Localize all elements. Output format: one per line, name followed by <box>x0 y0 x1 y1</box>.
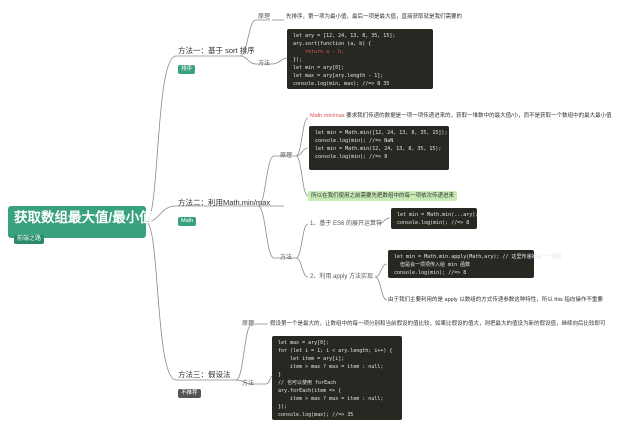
code-line: 但是会一项项传入给 min 函数 <box>394 262 471 268</box>
code-line: }); <box>293 57 303 63</box>
code-line: let min = ary[0]; <box>293 65 345 71</box>
code-line: item > max ? max = item : null; <box>278 364 384 370</box>
code-line: }); <box>278 404 288 410</box>
code-line: console.log(max); //=> 35 <box>278 412 354 418</box>
method3-tag-label: 不推荐 <box>178 389 201 398</box>
code-line: let item = ary[i]; <box>278 356 345 362</box>
method3-principle-text: 假设第一个是最大的，让数组中的每一项分别和当前假设的值比较，如果比假设的值大，则… <box>270 321 606 327</box>
code-line: console.log(min); //=> 8 <box>315 154 388 160</box>
code-line: console.log(min); //=> NaN <box>315 138 394 144</box>
method2-code-block: let min = Math.min([12, 24, 13, 8, 35, 1… <box>309 126 449 170</box>
method2-sub1-code: let min = Math.min(...ary); console.log(… <box>391 208 479 229</box>
method1-code-block: let ary = [12, 24, 13, 8, 35, 15]; ary.s… <box>287 29 433 89</box>
method1-principle-text: 先排序，第一项为最小值，最后一项是最大值，直接获取就是我们需要的 <box>286 14 463 20</box>
root-subtitle-tag: 前端之路 <box>14 235 45 244</box>
method1-method-label[interactable]: 方法 <box>258 61 271 67</box>
code-line: // 也可以使用 forEach <box>278 380 337 386</box>
root-title: 获取数组最大值/最小值 <box>14 210 153 225</box>
method3-principle-label[interactable]: 原理 <box>242 321 255 327</box>
method2-sub1-label[interactable]: 1、基于 ES6 的展开运算符 <box>310 221 383 227</box>
code-line: let min = Math.min(12, 24, 13, 8, 35, 15… <box>315 146 442 152</box>
method2-title[interactable]: 方法二：利用Math.min/max <box>178 198 271 207</box>
code-line: let ary = [12, 24, 13, 8, 35, 15]; <box>293 33 396 39</box>
method1-principle-label[interactable]: 原理 <box>258 14 271 20</box>
code-line: console.log(min, max); //=> 8 35 <box>293 81 390 87</box>
code-line: console.log(min); //=> 8 <box>397 220 470 226</box>
code-line: console.log(min); //=> 8 <box>394 270 467 276</box>
method2-principle-prefix: Math.min/max <box>310 113 345 119</box>
method2-sub2-note: 由于我们主要利用的是 apply 以数组的方式传递参数这种特性，所以 this … <box>388 297 603 303</box>
code-line: return a - b; <box>293 49 345 55</box>
method2-sub2-label[interactable]: 2、利用 apply 方法实现 <box>310 274 374 280</box>
method2-method-label[interactable]: 方法 <box>280 255 293 261</box>
method2-tag-label: Math <box>178 217 197 226</box>
method2-principle-text: Math.min/max 要求我们传递的数据是一项一项传递进来的，获取一堆数中的… <box>310 112 612 120</box>
code-line: let min = Math.min([12, 24, 13, 8, 35, 1… <box>315 130 448 136</box>
root-node[interactable]: 获取数组最大值/最小值 前端之路 <box>8 206 153 244</box>
code-line: item > max ? max = item : null; <box>278 396 384 402</box>
method3-tag: 不推荐 <box>178 381 201 399</box>
method3-title[interactable]: 方法三：假设法 <box>178 370 231 379</box>
method1-tag: 排序 <box>178 57 196 75</box>
code-line: ary.forEach(item => { <box>278 388 342 394</box>
method2-highlight-note: 所以在我们使用之前需要先把数组中的每一项依次传递进来 <box>308 191 458 201</box>
method1-title[interactable]: 方法一：基于 sort 排序 <box>178 46 255 55</box>
code-line: let max = ary[ary.length - 1]; <box>293 73 384 79</box>
method2-principle-body: 要求我们传递的数据是一项一项传递进来的，获取一堆数中的最大值/小，而不是获取一个… <box>346 113 612 119</box>
code-line: let min = Math.min.apply(Math,ary); // 这… <box>394 254 562 260</box>
method3-method-label[interactable]: 方法 <box>242 381 255 387</box>
method2-sub2-code: let min = Math.min.apply(Math,ary); // 这… <box>388 250 562 278</box>
method2-tag: Math <box>178 209 197 227</box>
method1-tag-label: 排序 <box>178 65 196 74</box>
code-line: ary.sort(function (a, b) { <box>293 41 372 47</box>
code-line: let max = ary[0]; <box>278 340 330 346</box>
code-line: for (let i = 1; i < ary.length; i++) { <box>278 348 393 354</box>
code-line: } <box>278 372 282 378</box>
code-line: let min = Math.min(...ary); <box>397 212 479 218</box>
method2-principle-label[interactable]: 原理 <box>280 153 293 159</box>
method3-code-block: let max = ary[0]; for (let i = 1; i < ar… <box>272 336 402 420</box>
